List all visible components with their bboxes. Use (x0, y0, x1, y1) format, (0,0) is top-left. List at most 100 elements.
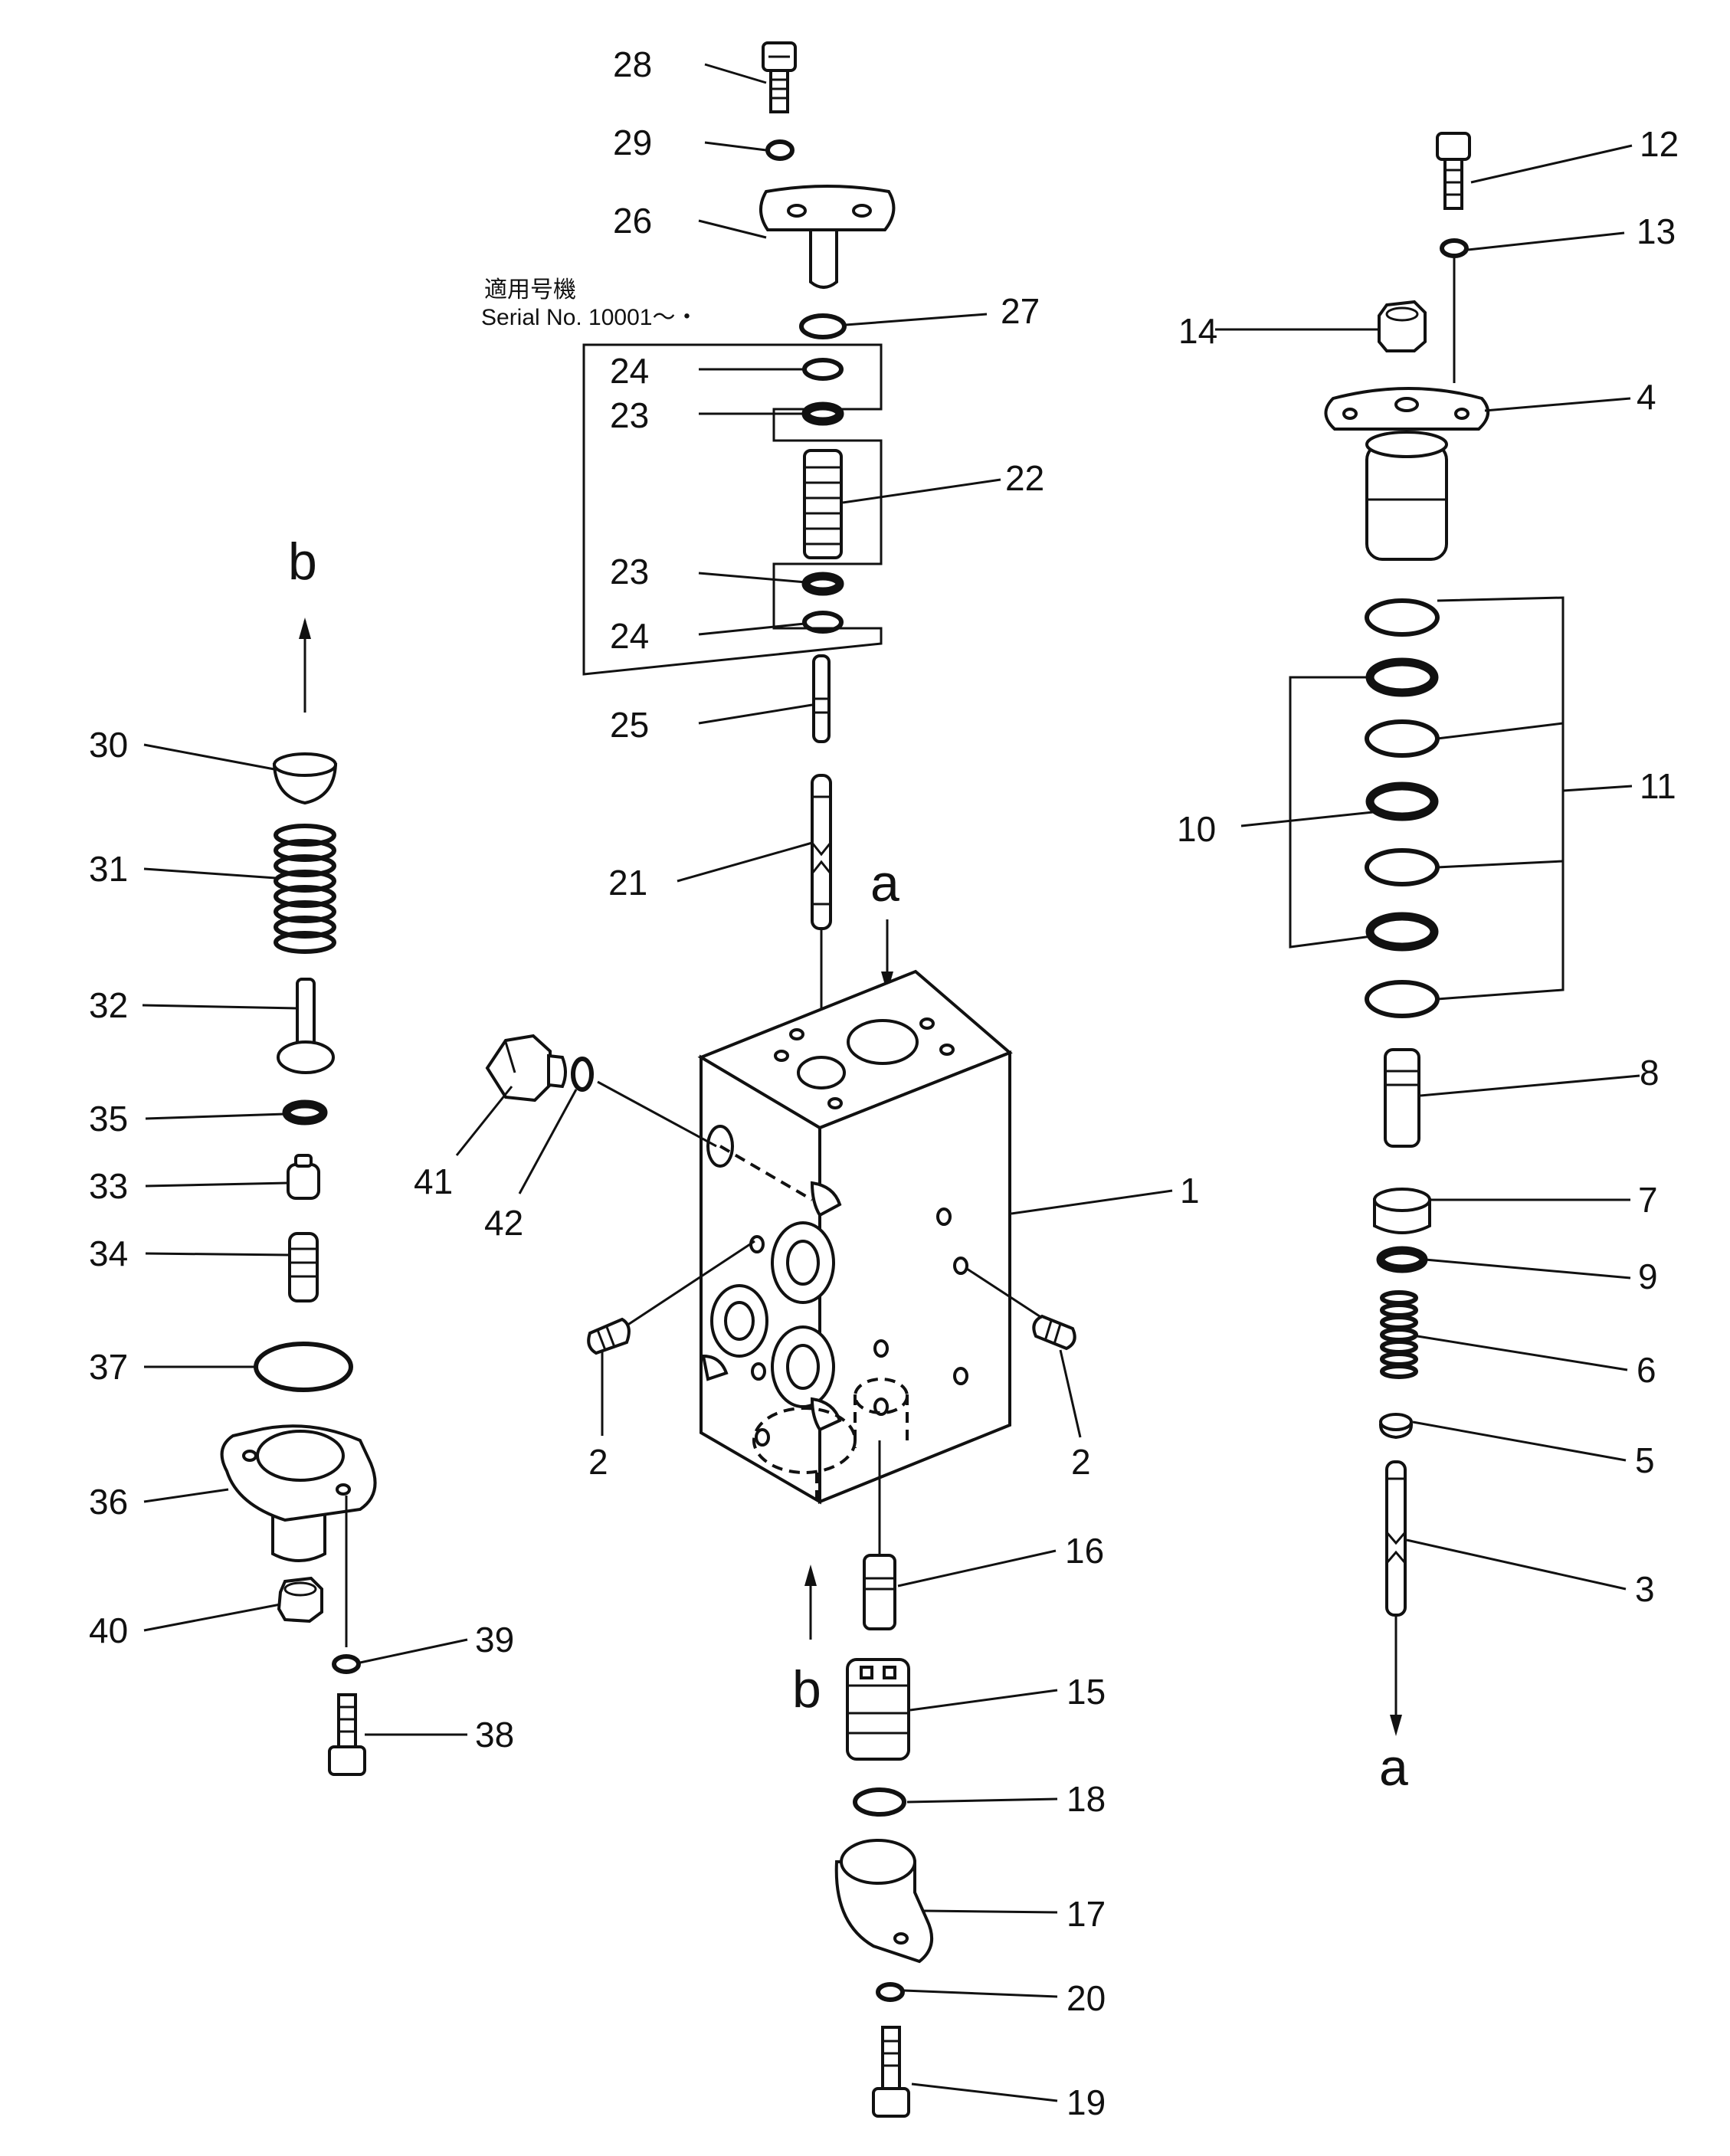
serial-note: 適用号機 Serial No. 10001～・ (481, 277, 698, 330)
part-37-o-ring (254, 1342, 353, 1392)
part-13-washer (1440, 238, 1469, 258)
callout-16: 16 (1065, 1531, 1104, 1571)
part-11-backup-ring-1 (1365, 598, 1440, 637)
part-29-washer (765, 139, 795, 161)
callout-29: 29 (613, 123, 652, 162)
part-23-o-ring-lower (801, 572, 844, 596)
part-12-bolt (1436, 132, 1471, 210)
callout-27: 27 (1001, 291, 1040, 331)
part-20-washer (876, 1982, 905, 2002)
callout-22: 22 (1005, 458, 1044, 498)
callout-30: 30 (89, 725, 128, 765)
part-4-cover (1324, 387, 1489, 561)
part-22-spool (803, 449, 843, 559)
callout-10: 10 (1177, 809, 1216, 849)
callout-9: 9 (1638, 1257, 1658, 1296)
callout-37: 37 (89, 1347, 128, 1387)
part-25-pin (812, 654, 831, 743)
callout-13: 13 (1637, 211, 1676, 251)
callout-4: 4 (1637, 377, 1656, 417)
callout-35: 35 (89, 1099, 128, 1139)
callout-40: 40 (89, 1610, 128, 1650)
part-38-bolt (328, 1693, 366, 1776)
callout-3: 3 (1635, 1569, 1655, 1609)
callout-5: 5 (1635, 1440, 1655, 1480)
serial-note-line1: 適用号機 (484, 277, 576, 303)
callout-19: 19 (1067, 2082, 1106, 2122)
part-21-shaft (811, 774, 832, 930)
callout-23-upper: 23 (610, 395, 649, 435)
callout-32: 32 (89, 985, 128, 1025)
callout-33: 33 (89, 1166, 128, 1206)
callout-11: 11 (1640, 766, 1676, 806)
part-34-plug (288, 1232, 319, 1302)
callout-21: 21 (608, 863, 647, 903)
part-32-piston (277, 978, 335, 1074)
callout-25: 25 (610, 705, 649, 745)
part-35-o-ring (282, 1099, 328, 1126)
callout-15: 15 (1067, 1672, 1106, 1712)
part-3-shaft (1385, 1460, 1407, 1617)
part-2-plug-left (587, 1317, 631, 1355)
callout-18: 18 (1067, 1779, 1106, 1819)
part-16-plunger (863, 1554, 896, 1630)
part-11-backup-ring-2 (1365, 719, 1440, 758)
callout-2-right: 2 (1071, 1442, 1091, 1482)
part-8-plunger (1384, 1048, 1420, 1148)
callout-20: 20 (1067, 1978, 1106, 2018)
part-19-bolt (872, 2026, 910, 2118)
part-39-washer (332, 1654, 361, 1674)
part-40-nut (277, 1576, 323, 1624)
part-7-cap (1373, 1188, 1431, 1234)
part-2-plug-right (1032, 1314, 1076, 1351)
part-6-spring (1380, 1290, 1418, 1379)
part-23-o-ring-upper (801, 401, 844, 426)
callout-26: 26 (613, 201, 652, 241)
arrow-label-a-bottom: a (1379, 1738, 1408, 1797)
callout-8: 8 (1640, 1053, 1660, 1093)
arrow-label-b-top: b (288, 532, 317, 591)
part-17-cover (834, 1839, 933, 1964)
callout-28: 28 (613, 44, 652, 84)
callout-34: 34 (89, 1234, 128, 1273)
part-10-o-ring-1 (1365, 657, 1439, 697)
part-24-backup-ring-lower (802, 611, 844, 634)
callout-numbers: 28 29 26 27 24 23 22 23 24 25 21 12 13 1… (89, 44, 1679, 2122)
arrow-label-a-top: a (870, 854, 899, 913)
serial-note-line2: Serial No. 10001～・ (481, 305, 698, 330)
part-5-seat (1378, 1413, 1414, 1440)
part-18-o-ring (853, 1787, 906, 1817)
arrow-b-bottom-head (804, 1565, 817, 1586)
arrow-b-top-head (299, 618, 311, 639)
part-30-cap (272, 752, 338, 805)
serial-group-bracket (582, 343, 883, 676)
part-9-o-ring (1376, 1246, 1428, 1273)
part-11-backup-ring-3 (1365, 848, 1440, 886)
part-31-spring (274, 824, 336, 954)
callout-2-left: 2 (588, 1442, 608, 1482)
part-42-o-ring (571, 1057, 594, 1092)
callout-1: 1 (1180, 1171, 1200, 1211)
callout-31: 31 (89, 849, 128, 889)
part-26-cover (759, 185, 896, 289)
part-41-plug (485, 1034, 567, 1103)
centerline-42 (719, 1145, 814, 1201)
part-1-valve-body (697, 969, 1013, 1505)
part-15-valve (846, 1658, 910, 1761)
part-10-o-ring-3 (1365, 912, 1439, 952)
part-24-backup-ring-upper (802, 358, 844, 381)
callout-24-upper: 24 (610, 351, 649, 391)
callout-39: 39 (475, 1620, 514, 1660)
callout-6: 6 (1637, 1350, 1656, 1390)
callout-14: 14 (1178, 311, 1217, 351)
callout-7: 7 (1638, 1180, 1658, 1220)
centerline-41-42 (597, 1080, 717, 1148)
callout-41: 41 (414, 1162, 453, 1201)
callout-42: 42 (484, 1203, 523, 1243)
part-28-bolt (762, 41, 797, 113)
part-11-backup-ring-4 (1365, 980, 1440, 1018)
part-33-seat (287, 1154, 320, 1200)
leader-lines (142, 63, 1640, 2102)
